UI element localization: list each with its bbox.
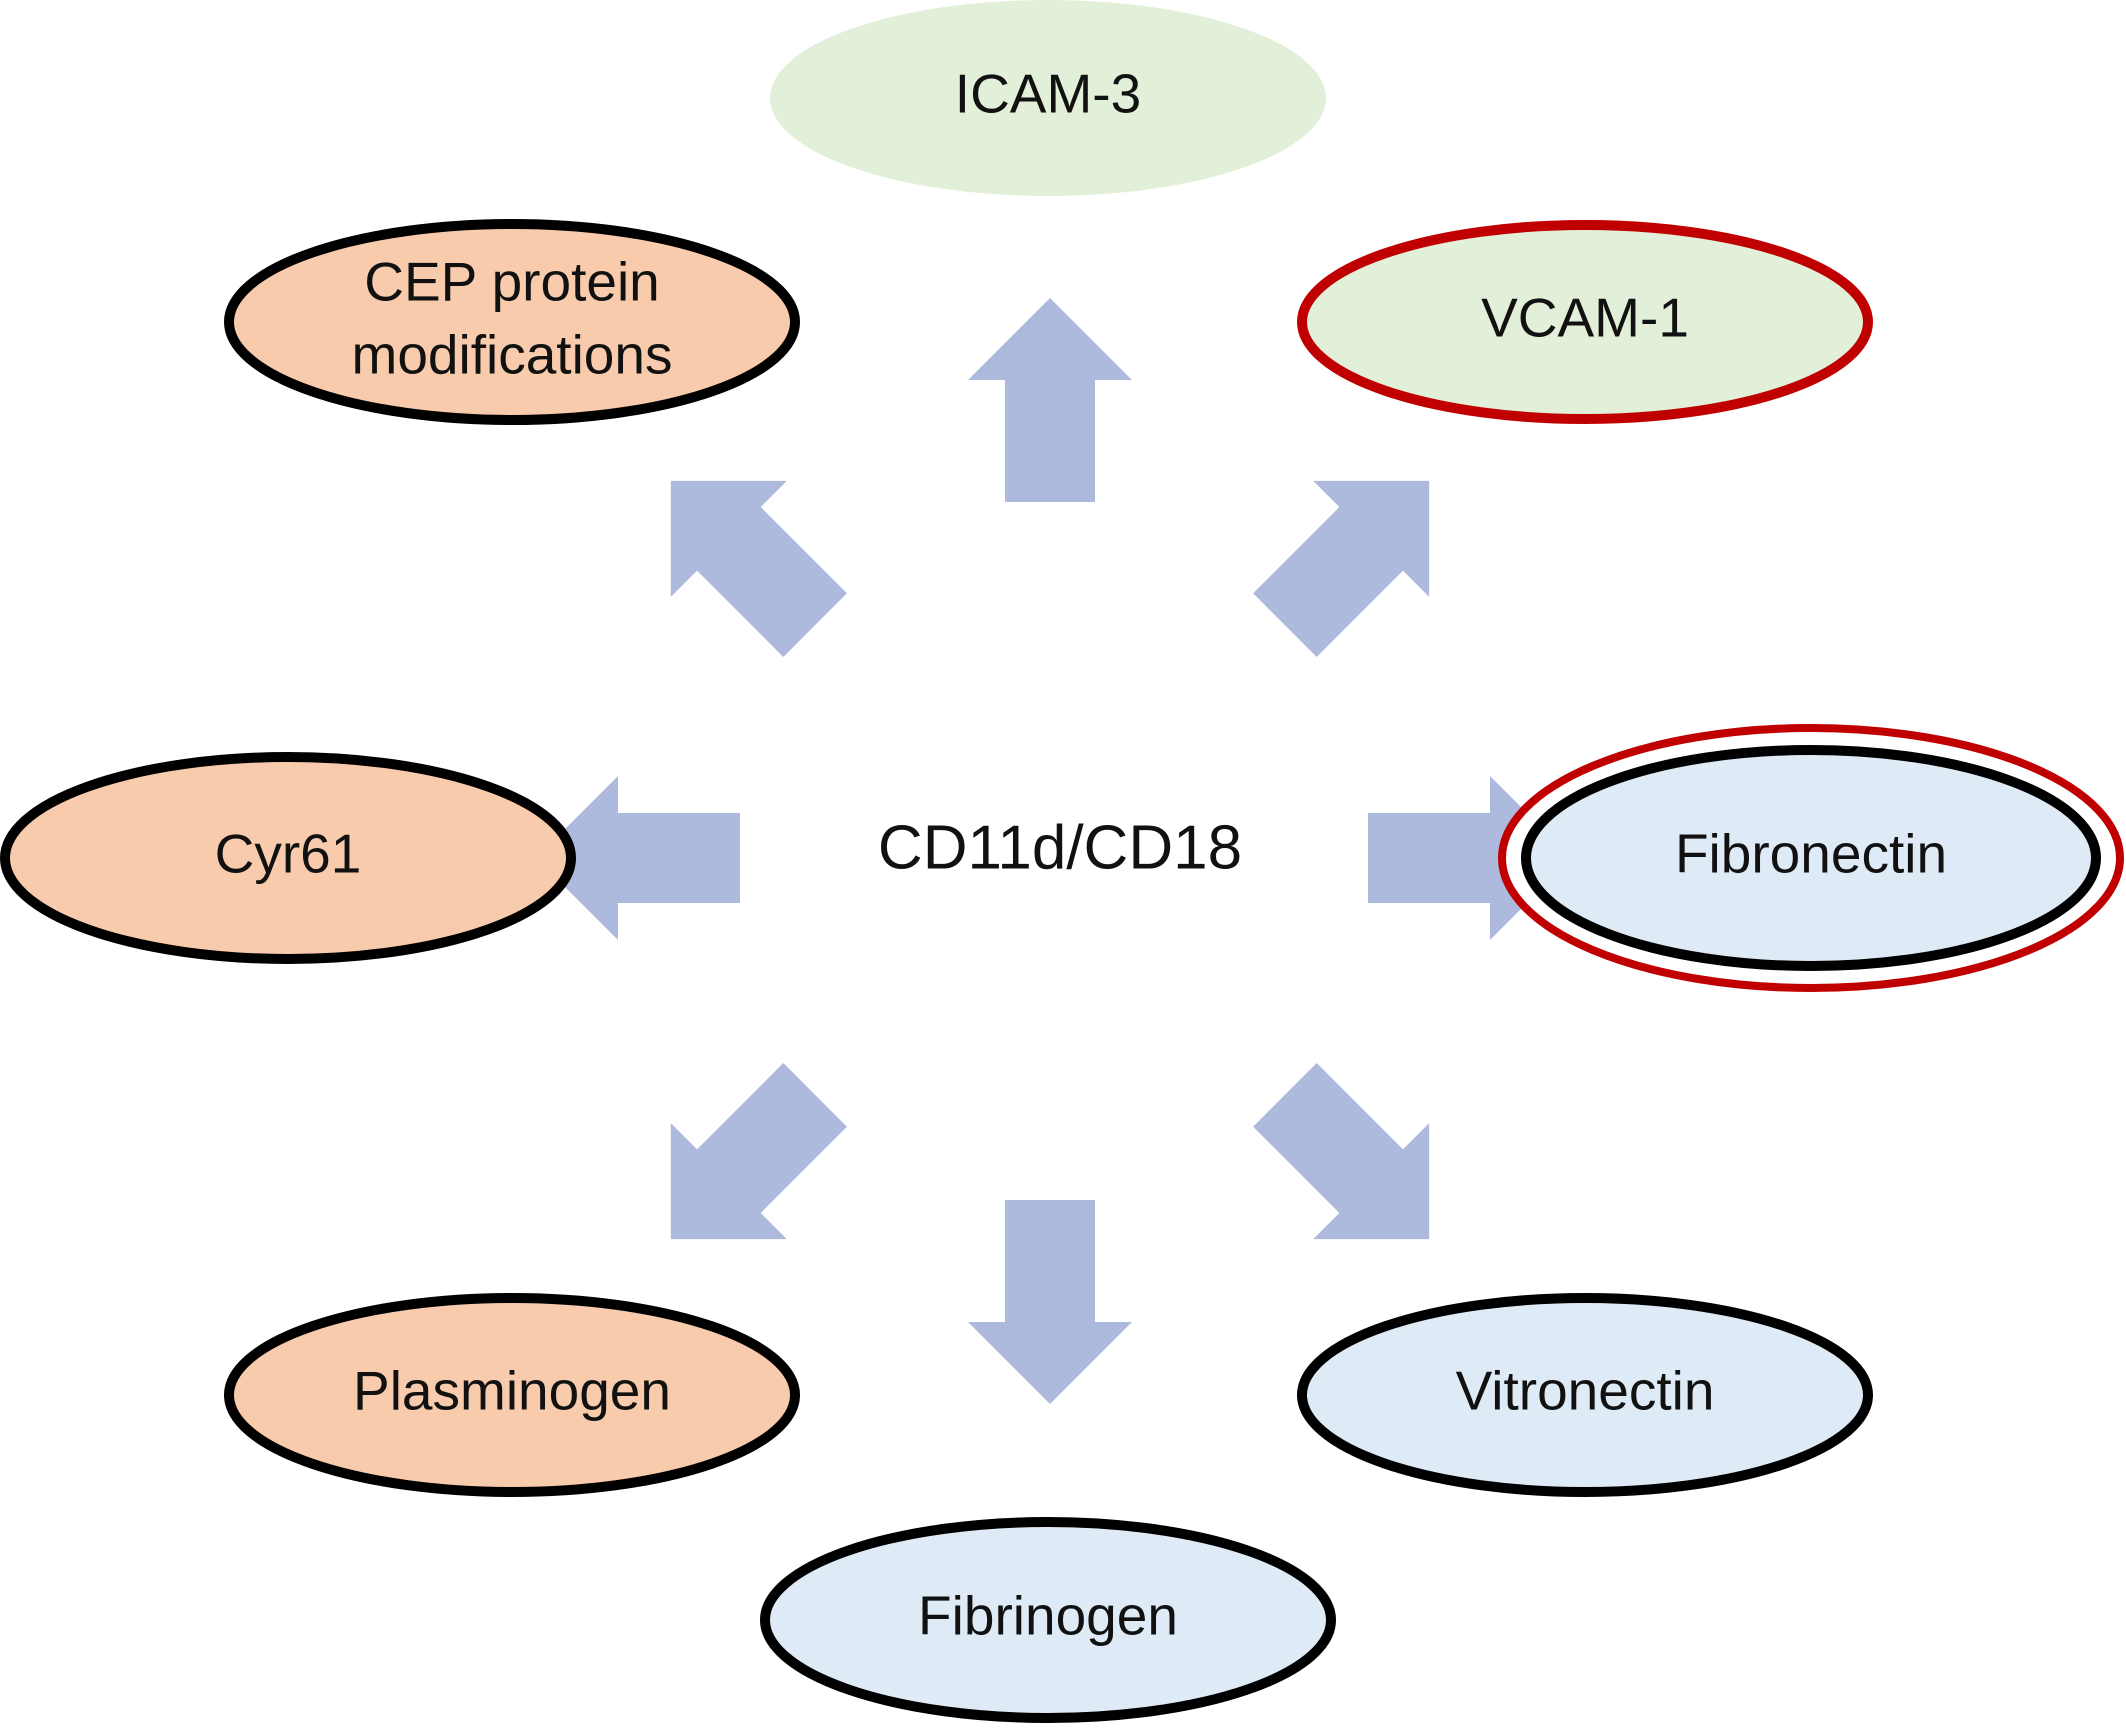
arrow-up-left: [670, 480, 847, 657]
arrow-down: [968, 1200, 1132, 1404]
arrow-down-right: [1253, 1063, 1430, 1240]
node-cep-label-line2: modifications: [352, 324, 673, 386]
arrow-up-right: [1253, 480, 1430, 657]
arrow-left: [536, 776, 740, 940]
node-cep-label-line1: CEP protein: [364, 251, 660, 313]
node-fibronectin: Fibronectin: [1498, 724, 2124, 992]
node-fibronectin-label: Fibronectin: [1675, 823, 1947, 885]
node-vitronectin: Vitronectin: [1297, 1293, 1873, 1497]
node-vitronectin-label: Vitronectin: [1456, 1360, 1715, 1422]
node-icam3: ICAM-3: [770, 0, 1326, 196]
node-vcam1-label: VCAM-1: [1481, 287, 1689, 349]
node-fibrinogen-label: Fibrinogen: [918, 1585, 1178, 1647]
node-cep: CEP protein modifications: [224, 219, 800, 425]
node-plasminogen: Plasminogen: [224, 1293, 800, 1497]
node-cyr61: Cyr61: [0, 752, 576, 964]
node-cyr61-label: Cyr61: [215, 823, 362, 885]
center-label: CD11d/CD18: [878, 813, 1242, 882]
node-plasminogen-label: Plasminogen: [353, 1360, 671, 1422]
node-fibrinogen: Fibrinogen: [760, 1517, 1336, 1723]
node-icam3-label: ICAM-3: [955, 63, 1141, 125]
arrow-down-left: [670, 1063, 847, 1240]
node-vcam1: VCAM-1: [1297, 220, 1873, 424]
arrow-up: [968, 298, 1132, 502]
